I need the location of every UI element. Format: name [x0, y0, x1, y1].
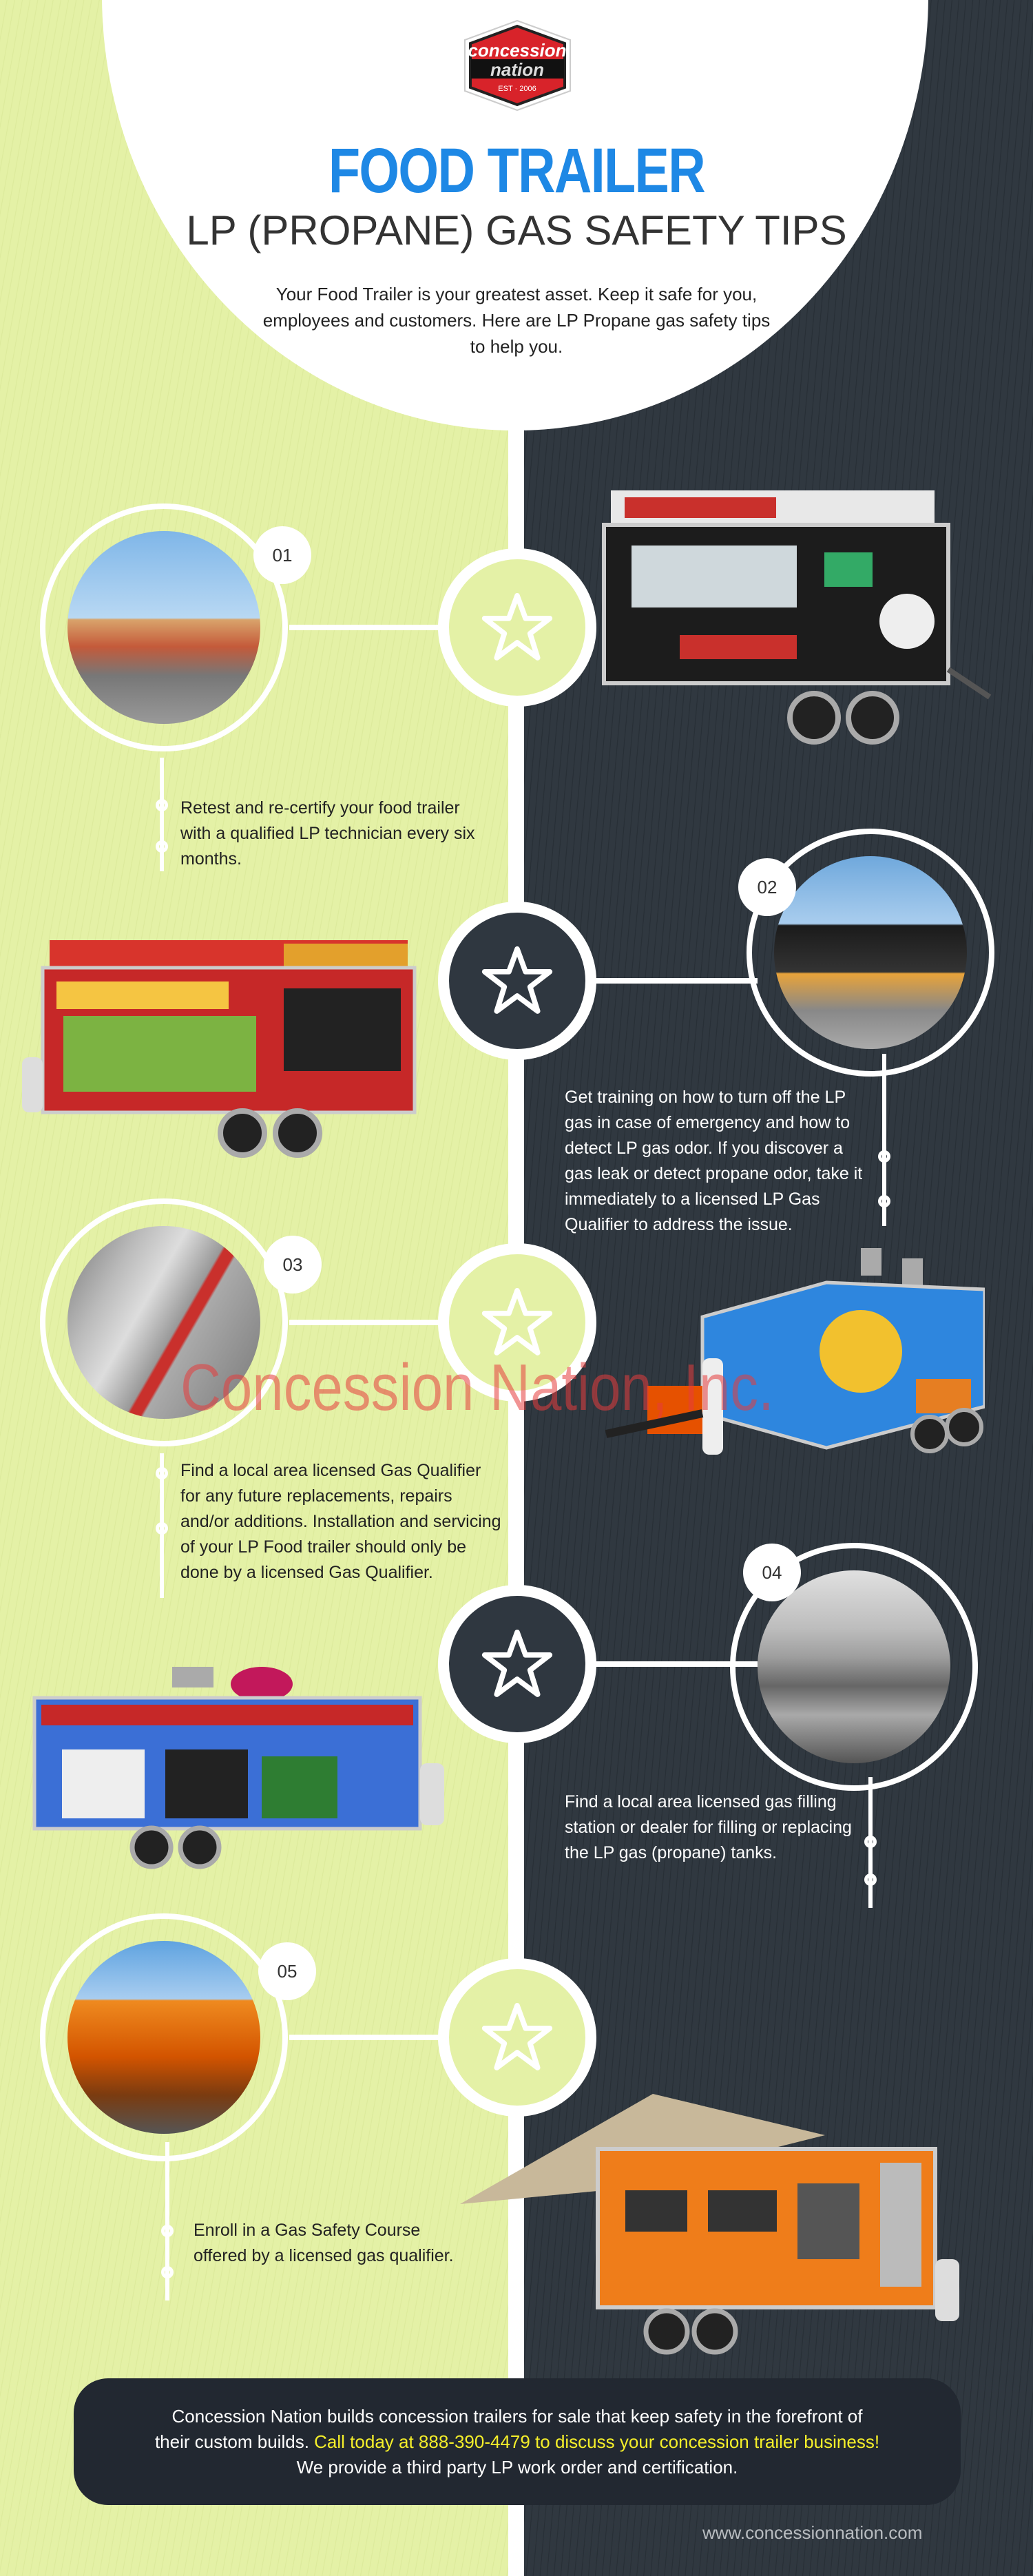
- website-link[interactable]: www.concessionnation.com: [702, 2522, 923, 2543]
- watermark: Concession Nation, Inc.: [180, 1351, 774, 1424]
- step-3-photo: [40, 1198, 288, 1446]
- page-subtitle: LP (PROPANE) GAS SAFETY TIPS: [186, 207, 847, 253]
- step-connector: [289, 2035, 441, 2040]
- step-2-number-badge: 02: [738, 858, 796, 916]
- step-1-star-circle: [438, 548, 596, 707]
- step-5-trailer-image: [460, 2094, 959, 2355]
- svg-text:concession: concession: [468, 40, 566, 61]
- step-connector: [592, 1661, 758, 1667]
- step-2-trailer-image: [22, 940, 417, 1158]
- star-icon: [481, 1287, 553, 1355]
- footer-callout: Concession Nation builds concession trai…: [74, 2378, 961, 2505]
- footer-text-after: We provide a third party LP work order a…: [296, 2456, 738, 2478]
- step-1-trailer-image: [602, 490, 992, 745]
- step-connector: [289, 625, 441, 630]
- step-1-number-badge: 01: [253, 526, 311, 584]
- concession-nation-logo: concession nation EST · 2006: [464, 19, 571, 112]
- step-3-timeline: [156, 1453, 168, 1598]
- step-2-text: Get training on how to turn off the LP g…: [565, 1088, 863, 1234]
- footer-text-before: Concession Nation builds concession trai…: [154, 2405, 863, 2452]
- step-2-photo: [747, 829, 994, 1077]
- step-3-text: Find a local area licensed Gas Qualifier…: [180, 1461, 501, 1582]
- star-icon: [481, 1629, 553, 1697]
- page-title: FOOD TRAILER: [328, 136, 706, 206]
- step-3-trailer-image: [605, 1248, 985, 1455]
- star-icon: [481, 2002, 553, 2070]
- step-5-text: Enroll in a Gas Safety Course offered by…: [194, 2221, 454, 2265]
- star-icon: [481, 946, 553, 1014]
- step-connector: [289, 1320, 441, 1325]
- step-connector: [592, 978, 758, 984]
- step-4-trailer-image: [32, 1667, 444, 1869]
- svg-text:EST · 2006: EST · 2006: [498, 85, 536, 93]
- step-4-text: Find a local area licensed gas filling s…: [565, 1792, 852, 1862]
- step-5-photo: [40, 1913, 288, 2161]
- intro-paragraph: Your Food Trailer is your greatest asset…: [262, 284, 771, 357]
- step-4-timeline: [864, 1777, 877, 1908]
- footer-call-to-action[interactable]: Call today at 888-390-4479 to discuss yo…: [314, 2431, 880, 2452]
- step-2-star-circle: [438, 902, 596, 1060]
- step-1-text: Retest and re-certify your food trailer …: [180, 798, 475, 869]
- step-4-photo: [730, 1543, 978, 1791]
- svg-text:nation: nation: [490, 59, 544, 80]
- footer-text: Concession Nation builds concession trai…: [152, 2404, 882, 2480]
- step-5-number-badge: 05: [258, 1942, 316, 2000]
- step-1-photo: [40, 503, 288, 751]
- star-icon: [481, 592, 553, 661]
- step-1-timeline: [156, 758, 168, 871]
- step-2-timeline: [878, 1054, 890, 1226]
- step-5-timeline: [161, 2142, 174, 2300]
- step-3-number-badge: 03: [264, 1236, 322, 1294]
- step-4-number-badge: 04: [743, 1544, 801, 1601]
